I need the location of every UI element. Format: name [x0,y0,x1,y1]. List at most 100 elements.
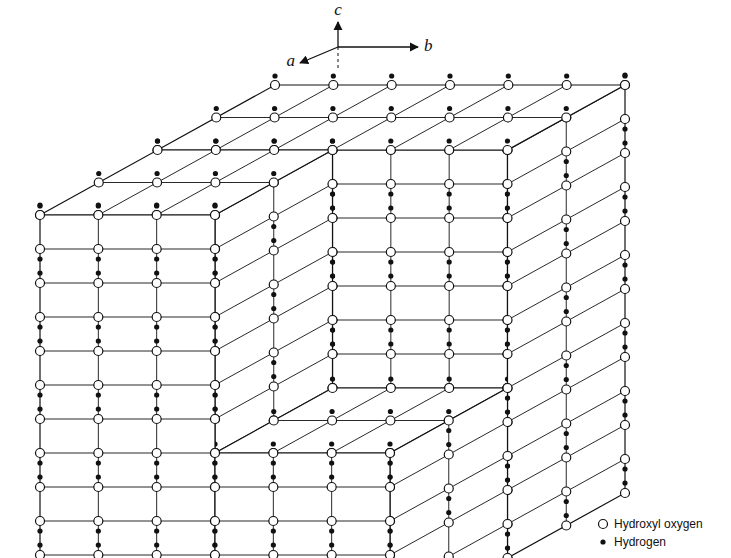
hydrogen-atom [564,295,569,300]
hydrogen-atom [505,138,510,143]
hydrogen-atom [154,542,159,547]
hydroxyl-oxygen [386,180,395,189]
hydroxyl-oxygen [328,282,337,291]
hydrogen-atom [447,273,452,278]
hydrogen-atom [331,73,336,78]
hydroxyl-oxygen [36,245,45,254]
hydrogen-atom [564,173,569,178]
hydrogen-atom [505,191,510,196]
hydroxyl-oxygen [387,113,396,122]
hydroxyl-oxygen [445,214,454,223]
hydroxyl-oxygen [621,217,630,226]
notch-back-wall [328,137,512,400]
legend: Hydroxyl oxygenHydrogen [596,515,703,551]
hydroxyl-oxygen [503,350,512,359]
hydroxyl-oxygen [211,517,220,526]
hydrogen-atom [329,528,334,533]
hydrogen-atom [154,256,159,261]
hydroxyl-oxygen [503,384,512,393]
hydrogen-atom [505,545,510,550]
hydroxyl-oxygen [153,178,162,187]
hydrogen-atom [37,338,42,343]
hydrogen-atom [37,256,42,261]
face-outline [158,85,626,150]
hydrogen-atom [329,474,334,479]
hydroxyl-oxygen [269,212,278,221]
hydroxyl-oxygen [503,554,512,558]
hydroxyl-oxygen [386,146,395,155]
hydroxyl-oxygen [621,149,630,158]
hydrogen-atom [505,409,510,414]
hydroxyl-oxygen [503,282,512,291]
hydrogen-atom [564,513,569,518]
hydroxyl-oxygen [386,517,395,526]
axis-label: a [287,52,296,71]
hydroxyl-oxygen [621,421,630,430]
hydrogen-atom [446,428,451,433]
hydroxyl-oxygen [328,350,337,359]
hydrogen-atom [388,273,393,278]
hydrogen-atom [213,138,218,143]
hydroxyl-oxygen [445,384,454,393]
hydrogen-atom [505,395,510,400]
hydroxyl-oxygen [386,282,395,291]
face-outline [215,453,390,558]
hydroxyl-oxygen [269,280,278,289]
hydrogen-atom [330,376,335,381]
hydrogen-atom [505,273,510,278]
hydroxyl-oxygen [211,313,220,322]
hydroxyl-oxygen [94,381,103,390]
hydrogen-atom [447,327,452,332]
hydrogen-atom [271,409,276,414]
hydrogen-atom [622,398,627,403]
hydrogen-atom [330,205,335,210]
hydroxyl-oxygen [328,214,337,223]
hydrogen-atom [212,338,217,343]
hydroxyl-oxygen [211,146,220,155]
layer-line [215,521,390,522]
face-outline [390,388,508,558]
hydrogen-atom [330,327,335,332]
hydrogen-atom [446,510,451,515]
hydrogen-atom [622,126,627,131]
hydrogen-atom [330,138,335,143]
hydrogen-atom [271,528,276,533]
hydrogen-atom [389,73,394,78]
hydroxyl-oxygen [328,384,337,393]
hydroxyl-oxygen [328,146,337,155]
hydroxyl-oxygen [328,248,337,257]
hydroxyl-oxygen [503,146,512,155]
hydroxyl-oxygen [36,415,45,424]
hydrogen-atom [329,409,334,414]
hydroxyl-oxygen [562,81,571,90]
hydroxyl-oxygen [94,483,103,492]
hydrogen-atom [37,460,42,465]
hydrogen-atom [271,474,276,479]
hydrogen-atom [505,191,510,196]
hydrogen-atom [154,338,159,343]
hydroxyl-oxygen [328,214,337,223]
hydroxyl-oxygen [562,521,571,530]
layer-line [40,419,215,420]
hydrogen-atom [330,273,335,278]
hydrogen-atom [564,309,569,314]
hydrogen-atom [388,327,393,332]
hydroxyl-oxygen [503,248,512,257]
hydrogen-atom [154,528,159,533]
hydrogen-atom [212,542,217,547]
layer-line [508,357,626,422]
hydroxyl-oxygen [211,211,220,220]
hydroxyl-oxygen [562,385,571,394]
hydroxyl-oxygen [444,518,453,527]
hydroxyl-oxygen [562,351,571,360]
hydrogen-atom [505,395,510,400]
front-face [36,202,220,558]
hydroxyl-oxygen [328,180,337,189]
hydroxyl-oxygen [211,211,220,220]
hydrogen-atom [212,324,217,329]
hydrogen-atom [564,377,569,382]
hydroxyl-oxygen [328,146,337,155]
hydroxyl-oxygen [503,452,512,461]
hydrogen-atom [505,531,510,536]
hydroxyl-oxygen [212,113,221,122]
